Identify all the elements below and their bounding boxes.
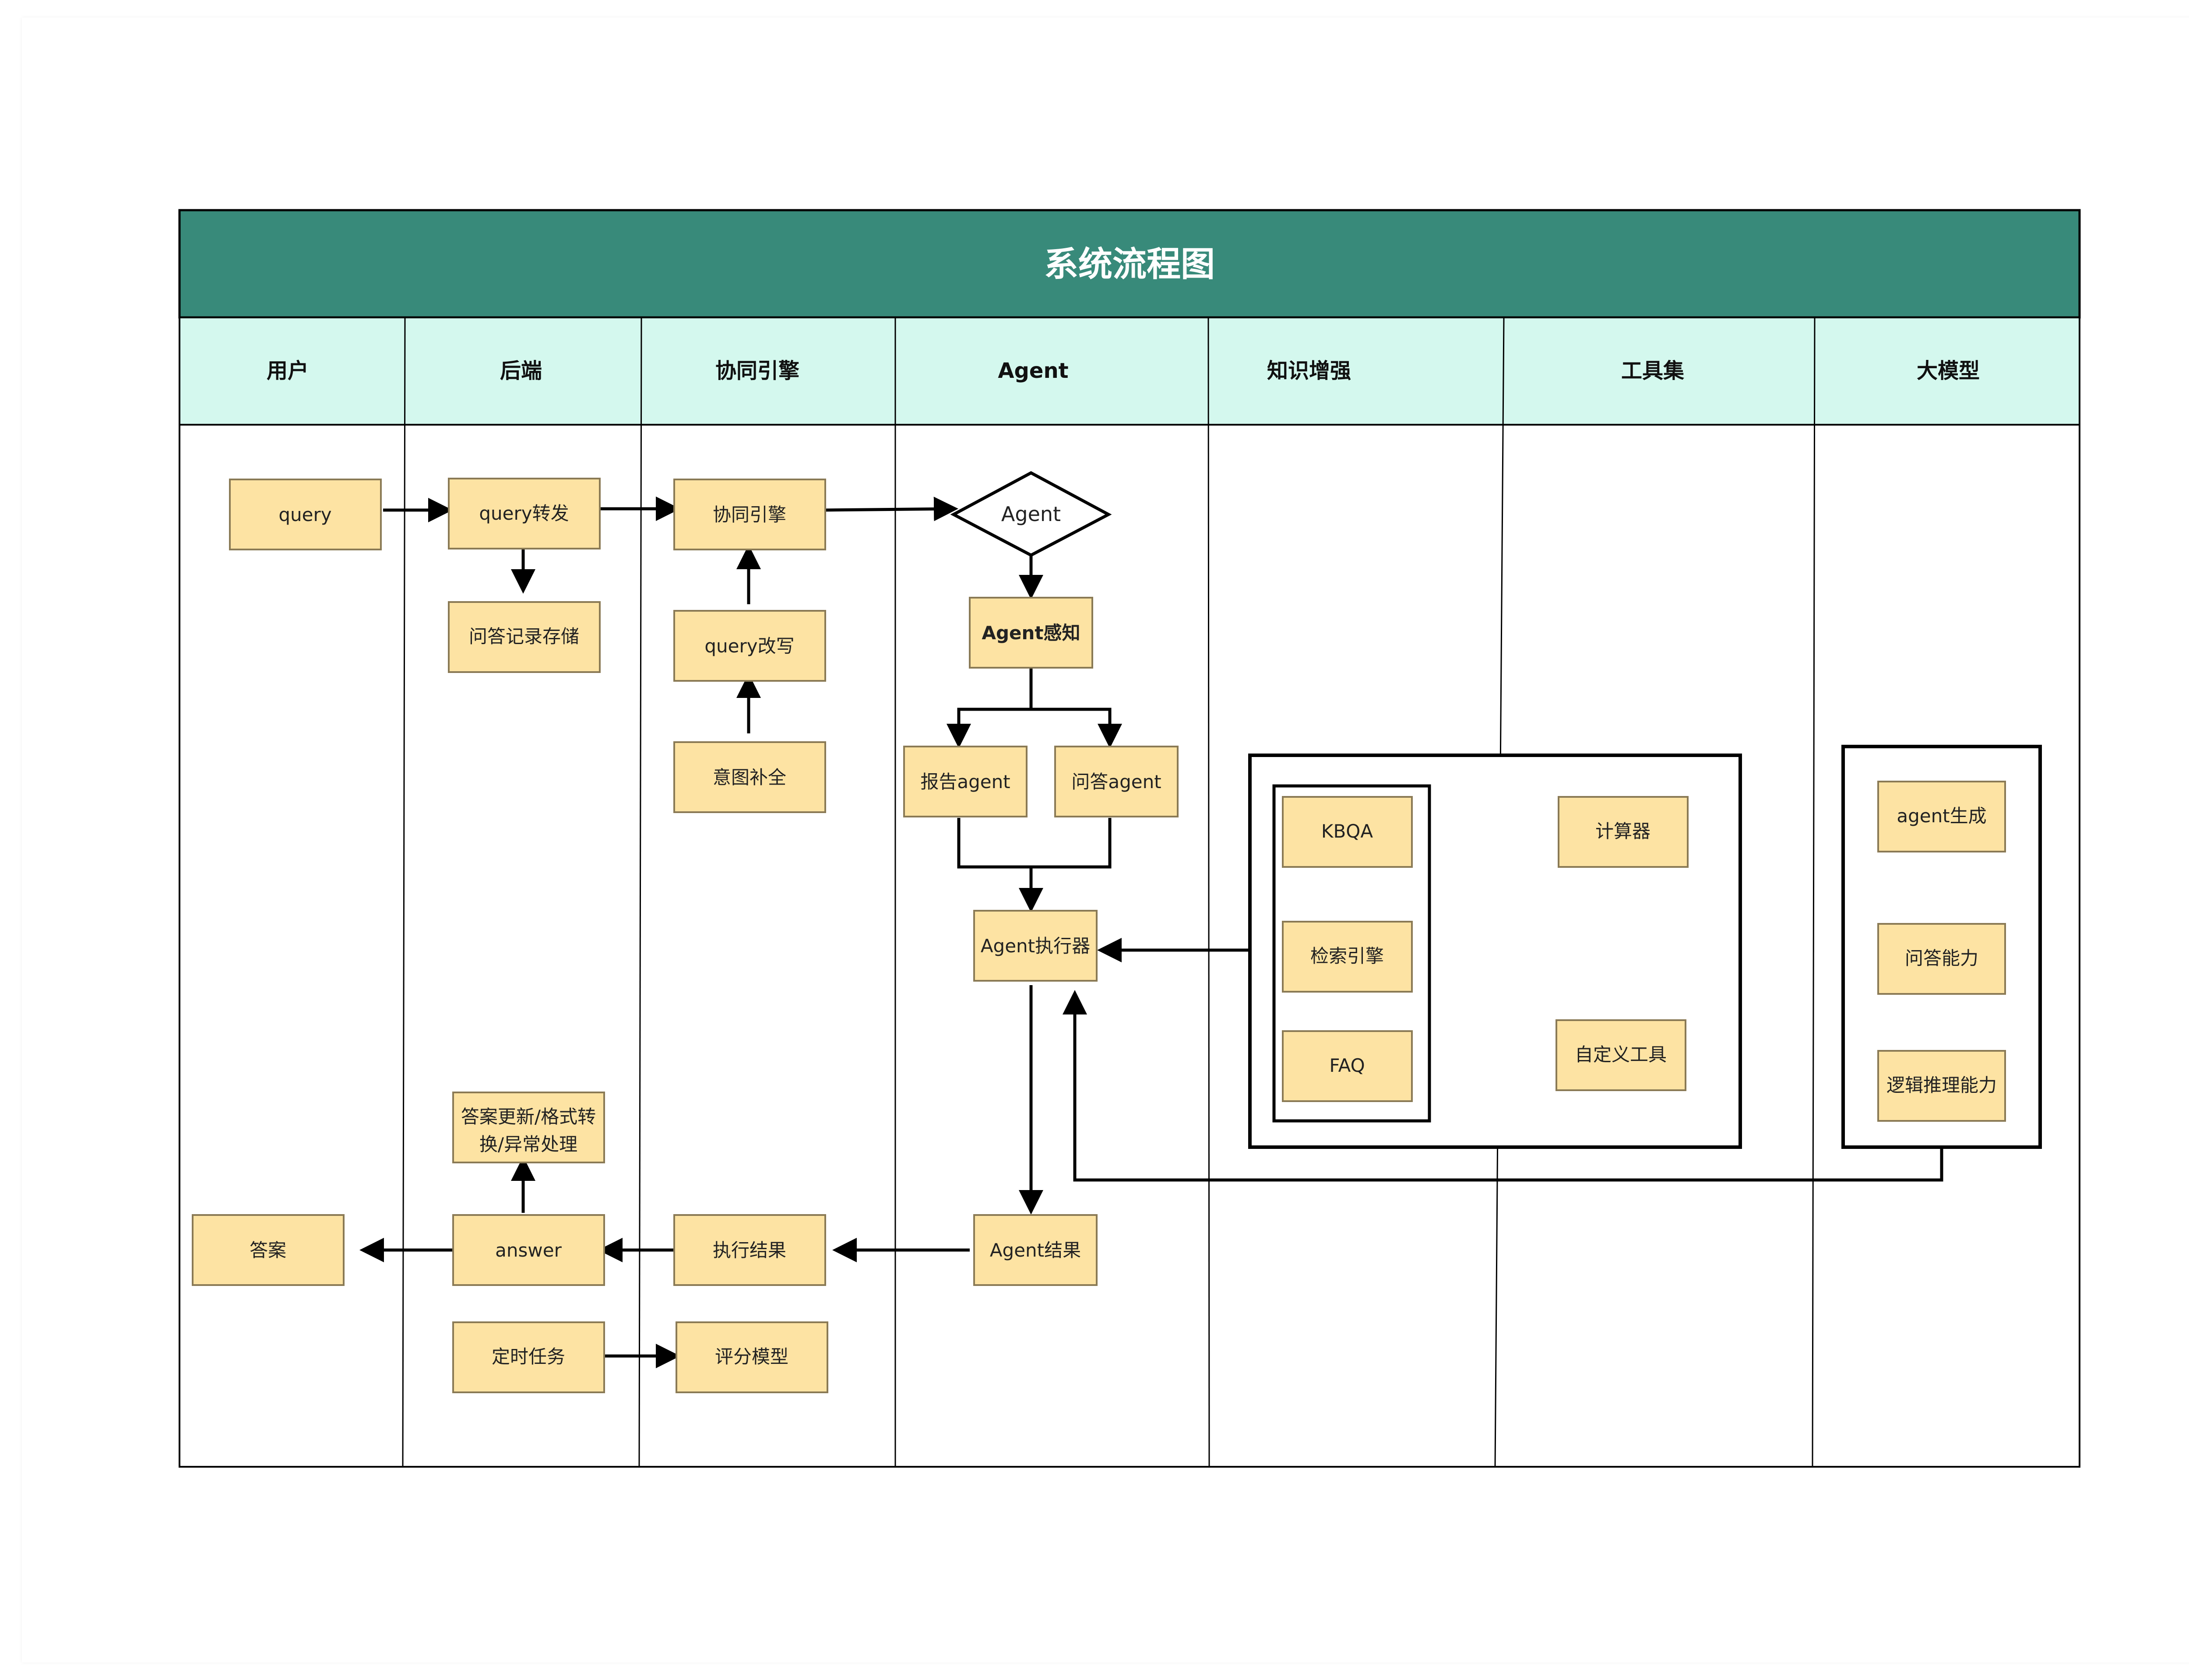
edge-perception-to-qa (1031, 708, 1122, 748)
node-qa-ability: 问答能力 (1877, 923, 2006, 995)
lane-divider (1812, 317, 1816, 1467)
lane-divider (1207, 317, 1210, 1467)
node-exec-result-label: 执行结果 (713, 1240, 786, 1261)
edge-llm-to-executor (1063, 990, 1943, 1182)
node-agent-perception-label: Agent感知 (982, 622, 1080, 644)
lane-body (179, 424, 2080, 1468)
node-agent-executor: Agent执行器 (973, 910, 1098, 982)
node-intent-complete-label: 意图补全 (713, 767, 786, 788)
node-qa-agent-label: 问答agent (1071, 771, 1161, 792)
node-agent-gen-label: agent生成 (1897, 805, 1986, 827)
node-exec-result: 执行结果 (673, 1214, 826, 1286)
knowledge-group-container (1272, 784, 1431, 1123)
lane-collab-engine: 协同引擎 (715, 359, 799, 383)
node-logic-ability: 逻辑推理能力 (1877, 1050, 2006, 1122)
node-agent-result: Agent结果 (973, 1214, 1098, 1286)
node-search-engine-label: 检索引擎 (1310, 945, 1384, 967)
node-faq-label: FAQ (1329, 1055, 1365, 1076)
edge-perception-to-report (947, 669, 1033, 748)
node-answer-update-label-2: 换/异常处理 (479, 1134, 577, 1155)
node-answer-update: 答案更新/格式转 换/异常处理 (452, 1092, 605, 1163)
node-report-agent-label: 报告agent (920, 771, 1010, 792)
agent-decision-label: Agent (1001, 502, 1061, 526)
edge-agents-merge (957, 818, 1112, 869)
lane-toolset: 工具集 (1621, 359, 1684, 383)
node-agent-gen: agent生成 (1877, 781, 2006, 852)
node-logic-ability-label: 逻辑推理能力 (1886, 1074, 1997, 1096)
node-calculator-label: 计算器 (1595, 821, 1651, 842)
node-collab-engine-label: 协同引擎 (713, 504, 786, 525)
node-answer: answer (452, 1214, 605, 1286)
lane-header-row (179, 317, 2080, 426)
node-qa-record: 问答记录存储 (448, 601, 601, 673)
lane-knowledge: 知识增强 (1267, 359, 1351, 383)
lane-user: 用户 (267, 359, 309, 383)
node-custom-tool: 自定义工具 (1556, 1019, 1686, 1091)
node-scheduled-task-label: 定时任务 (492, 1346, 565, 1367)
node-scheduled-task: 定时任务 (452, 1321, 605, 1393)
flowchart-canvas: 系统流程图 用户 后端 协同引擎 Agent 知识增强 工具集 大模型 Agen… (178, 209, 2081, 1468)
node-query-label: query (278, 504, 331, 525)
node-search-engine: 检索引擎 (1282, 921, 1413, 993)
node-kbqa: KBQA (1282, 796, 1413, 868)
node-qa-ability-label: 问答能力 (1905, 947, 1978, 969)
node-kbqa-label: KBQA (1321, 821, 1373, 842)
node-answer-update-label-1: 答案更新/格式转 (461, 1106, 596, 1127)
node-answer-label: answer (495, 1240, 562, 1261)
lane-divider (402, 317, 406, 1467)
node-qa-record-label: 问答记录存储 (469, 626, 579, 647)
diagram-title: 系统流程图 (1044, 245, 1215, 284)
node-final-answer-label: 答案 (250, 1240, 286, 1261)
lane-agent: Agent (998, 359, 1068, 383)
node-agent-perception: Agent感知 (969, 597, 1093, 669)
node-intent-complete: 意图补全 (673, 741, 826, 813)
node-scoring-model-label: 评分模型 (715, 1346, 788, 1367)
node-faq: FAQ (1282, 1030, 1413, 1102)
node-agent-executor-label: Agent执行器 (981, 935, 1090, 957)
page-canvas: 系统流程图 用户 后端 协同引擎 Agent 知识增强 工具集 大模型 Agen… (22, 18, 2189, 1662)
node-query-forward-label: query转发 (479, 503, 569, 524)
node-agent-result-label: Agent结果 (990, 1240, 1081, 1261)
node-final-answer: 答案 (192, 1214, 345, 1286)
node-query: query (229, 479, 382, 550)
agent-decision-diamond (950, 471, 1112, 557)
diagram-title-bar (178, 209, 2081, 319)
edge-engine-to-agent (825, 497, 958, 521)
lane-backend: 后端 (500, 359, 542, 383)
node-query-rewrite-label: query改写 (704, 635, 794, 657)
node-query-rewrite: query改写 (673, 610, 826, 682)
node-report-agent: 报告agent (903, 746, 1028, 817)
lane-llm: 大模型 (1917, 359, 1980, 383)
lane-divider (638, 317, 642, 1467)
node-custom-tool-label: 自定义工具 (1575, 1044, 1667, 1065)
node-calculator: 计算器 (1558, 796, 1689, 868)
node-qa-agent: 问答agent (1054, 746, 1179, 817)
node-scoring-model: 评分模型 (676, 1321, 828, 1393)
node-query-forward: query转发 (448, 478, 601, 549)
node-collab-engine: 协同引擎 (673, 479, 826, 550)
